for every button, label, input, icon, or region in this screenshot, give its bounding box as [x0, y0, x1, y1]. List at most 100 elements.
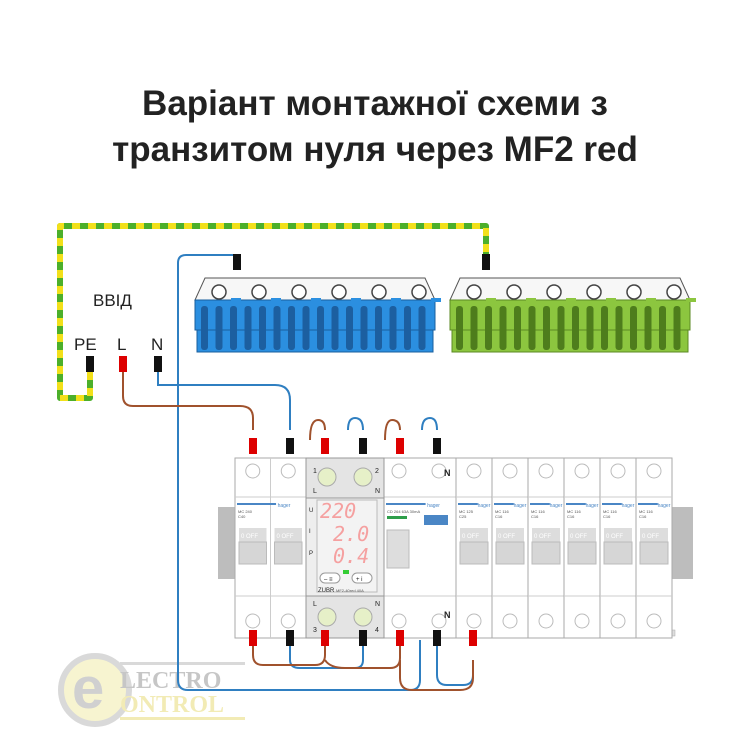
- bottom-l: L: [313, 601, 317, 608]
- top-l: L: [313, 488, 317, 495]
- bus-slot: [659, 306, 666, 350]
- phase-wires: [122, 372, 474, 691]
- bus-slot: [230, 306, 237, 350]
- i-label: I: [309, 529, 311, 535]
- switch-lever[interactable]: [604, 528, 632, 542]
- brand-label: hager: [658, 503, 671, 509]
- bottom-n: N: [375, 601, 380, 608]
- switch-label: 0 OFF: [606, 534, 623, 540]
- switch-lever[interactable]: [274, 528, 303, 542]
- rating-label: C16: [495, 514, 503, 519]
- plus-button[interactable]: + i: [351, 572, 373, 584]
- test-button[interactable]: [386, 529, 410, 569]
- terminal-2: 2: [375, 468, 379, 475]
- terminal-4: 4: [375, 627, 379, 634]
- wire-connector: [286, 630, 294, 646]
- wire-connector: [433, 630, 441, 646]
- wire-connector: [396, 438, 404, 454]
- screw-icon: [245, 463, 261, 479]
- model-label: MC 116: [603, 509, 617, 514]
- rating-label: C16: [531, 514, 539, 519]
- model-label: MC 116: [639, 509, 653, 514]
- power-display: 0.4: [333, 544, 369, 568]
- bus-slot: [346, 306, 353, 350]
- terminal-3: 3: [313, 627, 317, 634]
- l-label: L: [117, 335, 126, 354]
- bus-slot: [215, 306, 223, 350]
- switch-label: 0 OFF: [642, 534, 659, 540]
- screw-icon: [538, 463, 554, 479]
- pe-wire: [57, 223, 489, 401]
- bus-slot: [375, 306, 382, 350]
- bus-slot: [331, 306, 339, 350]
- green-bar-connector: [482, 254, 490, 270]
- switch-lever[interactable]: [496, 528, 524, 542]
- bus-screw-icon: [626, 284, 642, 300]
- wire-connector: [433, 438, 441, 454]
- bus-screw-icon: [666, 284, 682, 300]
- blue-bar-connector: [233, 254, 241, 270]
- relay-model: MF2-40red 40A: [336, 588, 364, 593]
- status-led: [343, 570, 349, 574]
- switch-lever[interactable]: [640, 528, 668, 542]
- brand-label: hager: [622, 503, 635, 509]
- model-label: CD 264 63A 30mA: [387, 509, 420, 514]
- top-n: N: [375, 488, 380, 495]
- n-connector: [154, 356, 162, 372]
- bus-slot: [404, 306, 411, 350]
- bus-screw-icon: [466, 284, 482, 300]
- screw-icon: [574, 463, 590, 479]
- screw-icon: [466, 613, 482, 629]
- bus-slot: [615, 306, 623, 350]
- screw-icon: [646, 613, 662, 629]
- switch-lever[interactable]: [568, 528, 596, 542]
- switch-label: 0 OFF: [534, 534, 551, 540]
- switch-lever[interactable]: [239, 528, 267, 542]
- brand-label: hager: [586, 503, 599, 509]
- bus-slot: [302, 306, 310, 350]
- bus-slot: [470, 306, 478, 350]
- screw-icon: [538, 613, 554, 629]
- bus-slot: [273, 306, 281, 350]
- bus-slot: [528, 306, 536, 350]
- bus-slot: [630, 306, 637, 350]
- bus-slot: [586, 306, 594, 350]
- screw-icon: [610, 463, 626, 479]
- switch-lever[interactable]: [460, 528, 488, 542]
- model-label: MC 116: [567, 509, 581, 514]
- switch-label: 0 OFF: [570, 534, 587, 540]
- rating-label: C16: [603, 514, 611, 519]
- bus-screw-icon: [331, 284, 347, 300]
- brand-label: hager: [427, 503, 440, 509]
- current-display: 2.0: [333, 522, 369, 546]
- bus-screw-icon: [546, 284, 562, 300]
- p-label: P: [309, 551, 313, 557]
- wire-connector: [469, 630, 477, 646]
- rcd-n-top: N: [444, 468, 451, 478]
- screw-icon: [280, 613, 296, 629]
- rating-label: C16: [639, 514, 647, 519]
- bus-slot: [259, 306, 266, 350]
- switch-lever[interactable]: [532, 528, 560, 542]
- bus-screw-icon: [411, 284, 427, 300]
- l-connector: [119, 356, 127, 372]
- model-label: MC 116: [495, 509, 509, 514]
- screw-icon: [391, 463, 407, 479]
- bus-slot: [360, 306, 368, 350]
- neutral-bus-bar: [194, 277, 441, 353]
- bus-slot: [389, 306, 397, 350]
- wire-connector: [359, 438, 367, 454]
- minus-button[interactable]: – ≡: [319, 572, 341, 584]
- wire-connector: [359, 630, 367, 646]
- screw-icon: [646, 463, 662, 479]
- wire-connector: [396, 630, 404, 646]
- bus-slot: [201, 306, 208, 350]
- brand-label: hager: [278, 503, 291, 509]
- bus-slot: [418, 306, 426, 350]
- rating-label: C16: [567, 514, 575, 519]
- bus-screw-icon: [251, 284, 267, 300]
